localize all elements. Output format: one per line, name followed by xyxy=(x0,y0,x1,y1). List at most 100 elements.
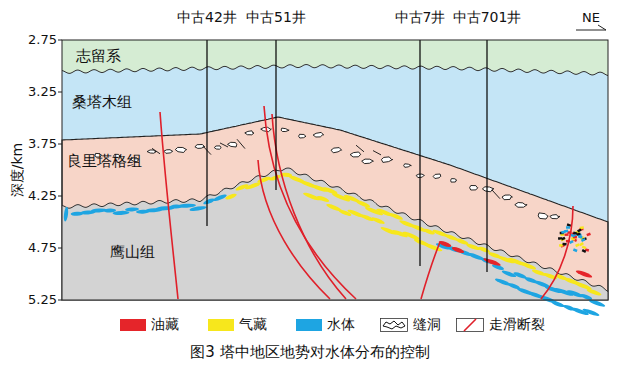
reservoir-blob xyxy=(316,195,330,203)
fracture-cave xyxy=(331,148,342,153)
cave-cluster xyxy=(562,243,566,246)
reservoir-blob xyxy=(371,216,386,225)
reservoir-blob xyxy=(225,192,238,200)
reservoir-blob xyxy=(519,261,536,271)
reservoir-blob xyxy=(483,257,502,267)
legend-item: 走滑断裂 xyxy=(456,316,545,334)
legend-text: 油藏 xyxy=(151,316,179,334)
cave-cluster xyxy=(586,233,591,237)
unconformity xyxy=(62,168,608,292)
fracture-cave xyxy=(281,128,289,131)
reservoir-blob xyxy=(531,268,546,277)
reservoir-blob xyxy=(178,203,196,208)
fracture-cave xyxy=(175,147,186,152)
tick-label: 4.25 xyxy=(28,189,57,203)
reservoir-blob xyxy=(586,288,602,297)
reservoir-blob xyxy=(355,199,371,208)
cave-cluster xyxy=(579,242,584,246)
legend-text: 气藏 xyxy=(239,316,267,334)
legend-item: 气藏 xyxy=(208,316,267,334)
cave-cluster xyxy=(582,249,587,253)
reservoir-blob xyxy=(551,300,566,309)
cave-cluster xyxy=(581,238,586,242)
tick-label: 3.25 xyxy=(28,85,57,99)
cave-cluster xyxy=(560,238,565,242)
legend-text: 水体 xyxy=(327,316,355,334)
axis-title: 深度/km xyxy=(10,143,25,197)
reservoir-blob xyxy=(268,174,281,182)
fracture-cave xyxy=(433,174,441,179)
legend-item: 水体 xyxy=(296,316,355,334)
fracture-cave xyxy=(313,132,324,137)
reservoir-blob xyxy=(575,269,593,279)
fracture-cave xyxy=(214,146,221,149)
cave-cluster xyxy=(571,234,576,238)
fracture-cave xyxy=(482,187,494,192)
cave-cluster xyxy=(564,233,568,236)
cave-cluster xyxy=(577,228,582,232)
layer-name: 良里塔格组 xyxy=(67,153,142,170)
cave-cluster xyxy=(561,237,566,241)
fracture-cave xyxy=(451,179,457,183)
legend-symbol xyxy=(456,318,484,332)
reservoir-blob xyxy=(566,289,584,299)
fracture-cave xyxy=(404,164,412,168)
legend-item: 缝洞 xyxy=(380,316,441,334)
fracture-cave xyxy=(164,150,173,154)
tick-label: 4.75 xyxy=(28,241,57,255)
zhiliu-layer xyxy=(62,40,608,76)
fracture-cave xyxy=(245,131,254,135)
tick-label: 5.25 xyxy=(28,293,57,307)
fracture-cave xyxy=(299,134,306,138)
cave-cluster xyxy=(566,226,570,229)
legend-text: 缝洞 xyxy=(413,316,441,334)
well-name: 中古7井 xyxy=(395,10,446,25)
reservoir-blob xyxy=(409,223,428,234)
reservoir-blob xyxy=(189,205,207,212)
layer-name: 鹰山组 xyxy=(110,244,155,261)
cave-cluster xyxy=(578,235,582,238)
reservoir-blob xyxy=(582,307,600,317)
cave-cluster xyxy=(575,243,580,247)
legend-symbol xyxy=(380,318,408,332)
fracture-cave xyxy=(538,213,548,219)
cave-cluster xyxy=(573,248,578,252)
legend-text: 走滑断裂 xyxy=(489,316,545,334)
fracture-cave xyxy=(381,157,392,163)
legend-item: 油藏 xyxy=(120,316,179,334)
direction-label: NE xyxy=(582,11,600,25)
figure-caption: 图3 塔中地区地势对水体分布的控制 xyxy=(190,344,429,361)
reservoir-blob xyxy=(213,193,228,202)
reservoir-blob xyxy=(465,242,480,251)
well-name: 中古42井 xyxy=(177,10,237,25)
reservoir-blob xyxy=(112,210,129,215)
well-name: 中古51井 xyxy=(246,10,306,25)
fracture-cave xyxy=(362,159,374,164)
fracture-cave xyxy=(228,142,237,147)
well-name: 中古701井 xyxy=(453,10,522,25)
sangtamu-layer xyxy=(62,40,608,300)
tick-label: 2.75 xyxy=(28,33,57,47)
fracture-cave xyxy=(550,215,560,219)
tick-label: 3.75 xyxy=(28,137,57,151)
reservoir-blob xyxy=(388,212,403,221)
cave-cluster xyxy=(561,231,565,234)
layer-name: 桑塔木组 xyxy=(72,94,132,111)
cave-cluster xyxy=(573,231,578,235)
reservoir-blob xyxy=(63,207,69,222)
reservoir-blob xyxy=(203,197,216,205)
unconformity xyxy=(62,65,608,76)
reservoir-blob xyxy=(451,246,465,254)
reservoir-blob xyxy=(438,240,452,248)
fracture-cave xyxy=(470,186,478,191)
cave-cluster xyxy=(582,245,587,249)
lianglitage-layer xyxy=(62,117,608,300)
legend-swatch xyxy=(120,319,146,331)
yingshan-layer xyxy=(62,168,608,300)
fracture-cave xyxy=(350,152,361,157)
legend-swatch xyxy=(208,319,234,331)
legend-swatch xyxy=(296,319,322,331)
layer-name: 志留系 xyxy=(76,48,121,65)
fracture-cave xyxy=(502,195,512,200)
fracture-cave xyxy=(515,203,527,208)
